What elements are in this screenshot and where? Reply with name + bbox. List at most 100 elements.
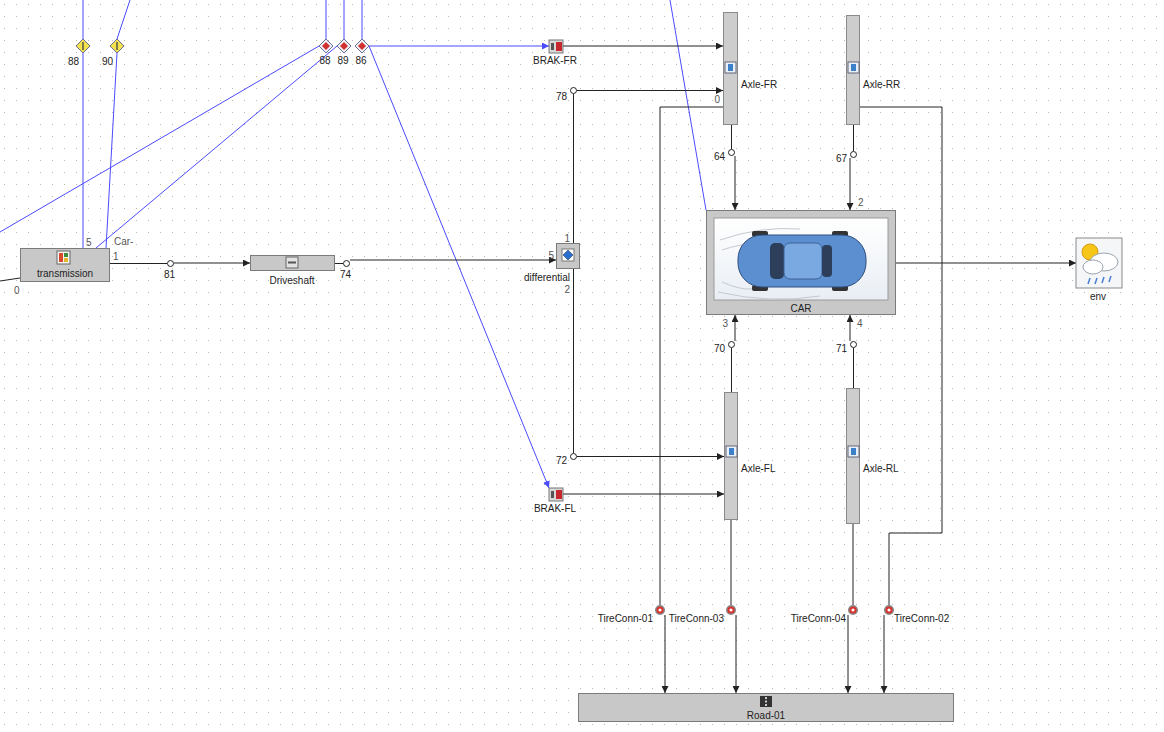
diamond-mark (358, 42, 366, 50)
node-shape (343, 260, 350, 267)
pin-number: Car- (114, 236, 133, 247)
node-label: 74 (340, 269, 351, 280)
icon-frame (1076, 238, 1122, 288)
pin-number: 0 (14, 285, 20, 296)
node-label: BRAK-FR (533, 55, 577, 66)
node-label: transmission (37, 268, 93, 279)
pin-number: 2 (564, 284, 570, 295)
tire-connector: TireConn-02 (884, 605, 894, 615)
component-box: CAR (706, 210, 896, 315)
node-label: differential (524, 272, 570, 283)
axle-bar: Axle-FR (723, 12, 738, 125)
axle-symbol (729, 448, 734, 455)
driveshaft-icon (286, 257, 298, 268)
mechanical-wire (884, 615, 885, 693)
node-shape (76, 39, 90, 53)
mechanical-wire (573, 94, 574, 243)
junction-dot: 67 (850, 151, 857, 158)
junction-circle (571, 454, 577, 460)
icon-frame (760, 696, 772, 707)
node-shape (850, 151, 857, 158)
axle-bar: Axle-FL (724, 392, 738, 520)
node-label: TireConn-04 (791, 613, 846, 624)
mechanical-wire (896, 263, 1076, 264)
cloud (1090, 253, 1118, 271)
node-label: 72 (556, 455, 567, 466)
brake-pad (556, 42, 562, 51)
brake-icon (549, 488, 563, 501)
node-shape (337, 39, 351, 53)
node-shape (655, 605, 665, 615)
tire-connector: TireConn-01 (655, 605, 665, 615)
icon-part (64, 258, 68, 262)
axle-icon (725, 62, 859, 457)
signal-wire (369, 46, 549, 488)
junction-dot: 72 (570, 453, 577, 460)
brake-disc (551, 491, 554, 498)
node-label: 71 (836, 343, 847, 354)
node-label: 64 (714, 151, 725, 162)
wheel (832, 231, 848, 237)
node-label: env (1090, 291, 1106, 302)
pin-number: 2 (858, 197, 864, 208)
mechanical-wire (731, 125, 732, 149)
mechanical-wire (735, 315, 736, 341)
mechanical-wire (731, 348, 732, 392)
junction-circle (344, 261, 350, 267)
icon-frame (562, 249, 574, 261)
icon-frame (286, 257, 298, 268)
component-box: Road-01 (578, 693, 954, 722)
axle-symbol (728, 64, 733, 71)
node-label: Road-01 (747, 710, 785, 721)
node-label: 90 (102, 56, 113, 67)
junction-circle (729, 342, 735, 348)
junction-circle (729, 150, 735, 156)
node-label: 88 (319, 55, 330, 66)
differential-symbol (563, 250, 573, 260)
node-label: BRAK-FL (534, 503, 576, 514)
pin-number: 0 (714, 94, 720, 105)
node-label: 86 (355, 55, 366, 66)
port-wire (0, 278, 20, 281)
diamond-mark (82, 42, 84, 50)
pin-number: 1 (564, 233, 570, 244)
axle-bar: Axle-RL (846, 388, 860, 524)
component-icon: BRAK-FL (549, 488, 563, 501)
mechanical-wire (350, 260, 556, 261)
icon-frame (848, 446, 859, 457)
tire-hub (851, 608, 854, 611)
tire-hub (887, 608, 890, 611)
node-label: CAR (790, 303, 811, 314)
tire-circle (885, 606, 894, 615)
icon-frame (725, 62, 736, 73)
transmission-icon (57, 251, 70, 264)
junction-circle (851, 152, 857, 158)
icon-part (59, 253, 63, 262)
node-label: 70 (714, 343, 725, 354)
pin-number: 1 (113, 251, 119, 262)
node-label: Axle-FL (741, 463, 775, 474)
junction-dot: 64 (728, 149, 735, 156)
icon-frame (549, 488, 563, 501)
diamond-shape (110, 39, 124, 53)
node-shape (726, 605, 736, 615)
node-shape (850, 341, 857, 348)
tire-circle (656, 606, 665, 615)
component-box: Driveshaft (250, 255, 335, 271)
axle-symbol (851, 64, 856, 71)
mechanical-wire (577, 456, 724, 457)
pin-number: 5 (86, 237, 92, 248)
signal-wire (344, 0, 345, 39)
node-shape (728, 149, 735, 156)
axle-bar: Axle-RR (846, 15, 860, 125)
pin-number: 4 (857, 318, 863, 329)
car-body (738, 235, 866, 287)
signal-wire (0, 46, 319, 232)
component-icon: BRAK-FR (549, 40, 563, 53)
diamond-mark (116, 42, 118, 50)
node-label: 89 (337, 55, 348, 66)
node-label: Axle-RR (863, 79, 900, 90)
icon-frame (57, 251, 70, 264)
mechanical-wire (853, 348, 854, 388)
